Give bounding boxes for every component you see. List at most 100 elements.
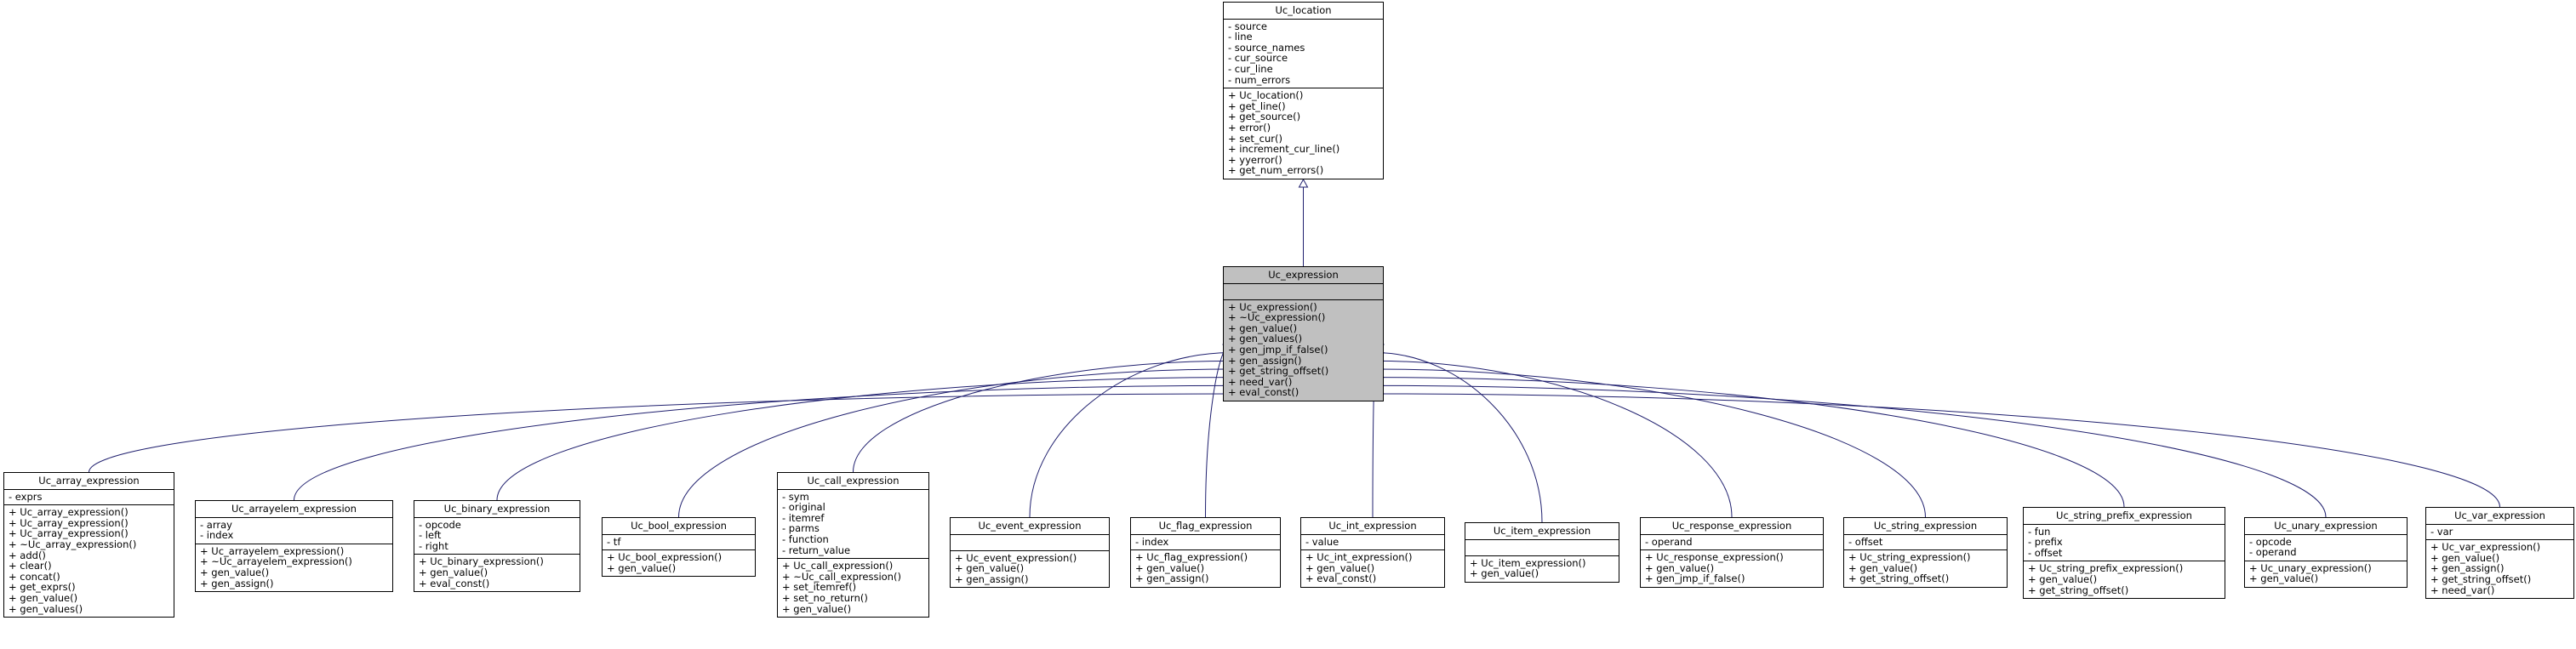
class-box-uc_int_expression[interactable]: Uc_int_expression- value+ Uc_int_express… <box>1300 517 1445 588</box>
class-attributes-uc_expression <box>1224 284 1383 299</box>
class-attributes-uc_call_expression: - sym- original- itemref- parms- functio… <box>778 490 928 559</box>
attribute-row: - right <box>419 539 448 552</box>
operation-row: + Uc_int_expression() <box>1305 551 1413 564</box>
attribute-row: - original <box>782 501 825 514</box>
class-separator <box>1224 282 1383 284</box>
operation-row: + ~Uc_array_expression() <box>9 538 137 550</box>
operation-row: + gen_assign() <box>2430 562 2505 575</box>
class-attributes-uc_flag_expression: - index <box>1131 535 1280 550</box>
class-separator <box>603 549 755 551</box>
attribute-row: - array <box>200 518 232 531</box>
class-operations-uc_unary_expression: + Uc_unary_expression()+ gen_value() <box>2245 561 2407 587</box>
operation-row: + gen_jmp_if_false() <box>1228 343 1328 356</box>
class-operations-uc_array_expression: + Uc_array_expression()+ Uc_array_expres… <box>4 505 174 617</box>
operation-row: + need_var() <box>1228 375 1293 388</box>
operation-row: + get_num_errors() <box>1228 164 1324 177</box>
class-separator <box>4 504 174 506</box>
class-box-uc_event_expression[interactable]: Uc_event_expression+ Uc_event_expression… <box>950 517 1110 589</box>
class-box-uc_flag_expression[interactable]: Uc_flag_expression- index+ Uc_flag_expre… <box>1130 517 1281 588</box>
class-separator <box>951 549 1109 551</box>
class-box-uc_response_expression[interactable]: Uc_response_expression - operand + Uc_resp… <box>1640 517 1824 588</box>
class-name-uc_array_expression: Uc_array_expression <box>38 475 140 487</box>
class-box-uc_item_expression[interactable]: Uc_item_expression+ Uc_item_expression()… <box>1465 522 1619 583</box>
attribute-row: - var <box>2430 525 2453 538</box>
class-separator <box>603 533 755 535</box>
class-name-uc_response_expression: Uc_response_expression <box>1671 520 1792 532</box>
edge-line <box>294 384 1231 501</box>
class-separator <box>414 516 580 518</box>
operation-row: + eval_const() <box>1305 572 1377 585</box>
class-box-uc_binary_expression[interactable]: Uc_binary_expression- opcode- left- righ… <box>414 500 580 593</box>
attribute-row: - exprs <box>9 490 43 503</box>
operation-row: + eval_const() <box>419 577 490 589</box>
operation-row: + Uc_string_prefix_expression() <box>2028 562 2184 575</box>
attribute-row: - value <box>1305 535 1339 548</box>
class-separator <box>951 533 1109 535</box>
operation-row: + ~Uc_call_expression() <box>782 570 901 583</box>
attribute-row: - fun <box>2028 525 2051 538</box>
class-box-uc_arrayelem_expression[interactable]: Uc_arrayelem_expression- array- index+ U… <box>195 500 393 593</box>
class-attributes-uc_binary_expression: - opcode- left- right <box>414 518 580 555</box>
edge-line <box>1375 377 2125 508</box>
class-box-uc_expression[interactable]: Uc_expression+ Uc_expression()+ ~Uc_expr… <box>1223 266 1384 401</box>
operation-row: + Uc_response_expression() <box>1645 551 1784 564</box>
class-name-uc_string_expression: Uc_string_expression <box>1873 520 1978 532</box>
operation-row: + get_line() <box>1228 100 1286 112</box>
operation-row: + get_string_offset() <box>2430 572 2532 585</box>
class-box-uc_location[interactable]: Uc_location- source- line- source_names-… <box>1223 2 1384 179</box>
operation-row: + eval_const() <box>1228 386 1299 399</box>
class-box-uc_unary_expression[interactable]: Uc_unary_expression- opcode- operand+ Uc… <box>2244 517 2408 588</box>
operation-row: + Uc_call_expression() <box>782 560 894 572</box>
operation-row: + Uc_array_expression() <box>9 516 129 529</box>
operation-row: + gen_value() <box>955 562 1025 575</box>
attribute-row: - cur_line <box>1228 62 1273 75</box>
operation-row: + clear() <box>9 560 52 572</box>
operation-row: + Uc_location() <box>1228 89 1304 102</box>
operation-row: + gen_assign() <box>1228 354 1302 367</box>
operation-row: + gen_value() <box>2430 551 2500 564</box>
class-separator <box>1641 533 1823 535</box>
class-attributes-uc_item_expression <box>1465 540 1619 555</box>
class-operations-uc_response_expression: + Uc_response_expression()+ gen_value()+… <box>1641 550 1823 587</box>
operation-row: + Uc_array_expression() <box>9 506 129 519</box>
edge-line <box>1029 352 1231 518</box>
class-operations-uc_string_expression: + Uc_string_expression()+ gen_value()+ g… <box>1844 550 2007 587</box>
edge-line <box>1375 352 1543 523</box>
class-box-uc_bool_expression[interactable]: Uc_bool_expression- tf+ Uc_bool_expressi… <box>602 517 756 578</box>
class-operations-uc_var_expression: + Uc_var_expression()+ gen_value()+ gen_… <box>2426 540 2573 598</box>
class-box-uc_string_expression[interactable]: Uc_string_expression - offset+ Uc_string_… <box>1843 517 2008 588</box>
operation-row: + Uc_arrayelem_expression() <box>200 544 345 557</box>
class-operations-uc_call_expression: + Uc_call_expression()+ ~Uc_call_express… <box>778 559 928 617</box>
class-operations-uc_int_expression: + Uc_int_expression()+ gen_value()+ eval… <box>1301 550 1444 587</box>
operation-row: + gen_value() <box>1645 561 1715 574</box>
operation-row: + error() <box>1228 121 1271 134</box>
operation-row: + get_source() <box>1228 111 1301 123</box>
class-box-uc_call_expression[interactable]: Uc_call_expression- sym- original- itemr… <box>777 472 929 618</box>
class-name-uc_string_prefix_expression: Uc_string_prefix_expression <box>2056 510 2192 521</box>
attribute-row: - index <box>1135 535 1169 548</box>
class-operations-uc_string_prefix_expression: + Uc_string_prefix_expression()+ gen_val… <box>2024 561 2225 598</box>
class-name-uc_var_expression: Uc_var_expression <box>2454 510 2545 521</box>
attribute-row: - operand <box>1645 535 1693 548</box>
class-attributes-uc_string_prefix_expression: - fun- prefix- offset <box>2024 525 2225 561</box>
operation-row: + Uc_flag_expression() <box>1135 551 1248 564</box>
class-box-uc_var_expression[interactable]: Uc_var_expression- var + Uc_var_expressio… <box>2425 507 2574 600</box>
class-box-uc_array_expression[interactable]: Uc_array_expression - exprs + Uc_array_exp… <box>3 472 174 618</box>
operation-row: + get_string_offset() <box>2028 584 2129 596</box>
class-name-uc_event_expression: Uc_event_expression <box>978 520 1082 532</box>
class-separator <box>2024 523 2225 525</box>
operation-row: + Uc_expression() <box>1228 300 1317 313</box>
class-separator <box>4 488 174 490</box>
class-attributes-uc_unary_expression: - opcode- operand <box>2245 535 2407 561</box>
class-attributes-uc_bool_expression: - tf <box>603 535 755 550</box>
operation-row: + gen_value() <box>2249 572 2319 585</box>
class-separator <box>1301 533 1444 535</box>
class-box-uc_string_prefix_expression[interactable]: Uc_string_prefix_expression - fun- prefix… <box>2023 507 2225 600</box>
operation-row: + ~Uc_expression() <box>1228 311 1326 324</box>
attribute-row: - source <box>1228 20 1267 32</box>
class-attributes-uc_string_expression: - offset <box>1844 535 2007 550</box>
operation-row: + yyerror() <box>1228 153 1282 166</box>
operation-row: + add() <box>9 549 46 561</box>
operation-row: + gen_value() <box>1305 561 1375 574</box>
operation-row: + ~Uc_arrayelem_expression() <box>200 555 352 568</box>
